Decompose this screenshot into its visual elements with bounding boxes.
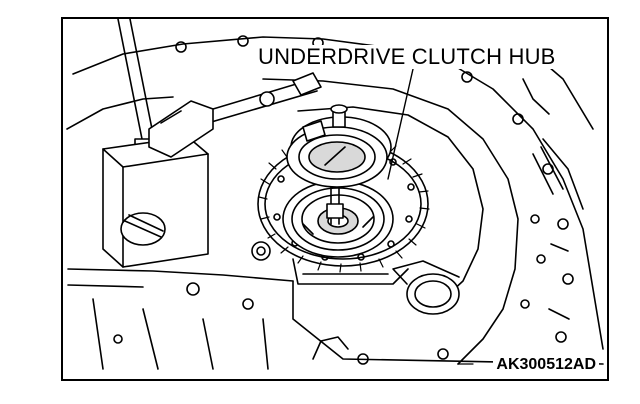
oil-seal-bore [251,241,460,315]
transaxle-case [66,35,604,370]
callout-label: UNDERDRIVE CLUTCH HUB [255,45,559,69]
dial-indicator [286,104,392,225]
illustration-frame: UNDERDRIVE CLUTCH HUB AK300512AD [61,17,609,381]
transaxle-line-drawing [66,19,604,370]
figure-code: AK300512AD [493,355,599,375]
callout-leader-line [387,68,414,180]
dial-gauge-stand [102,19,322,268]
